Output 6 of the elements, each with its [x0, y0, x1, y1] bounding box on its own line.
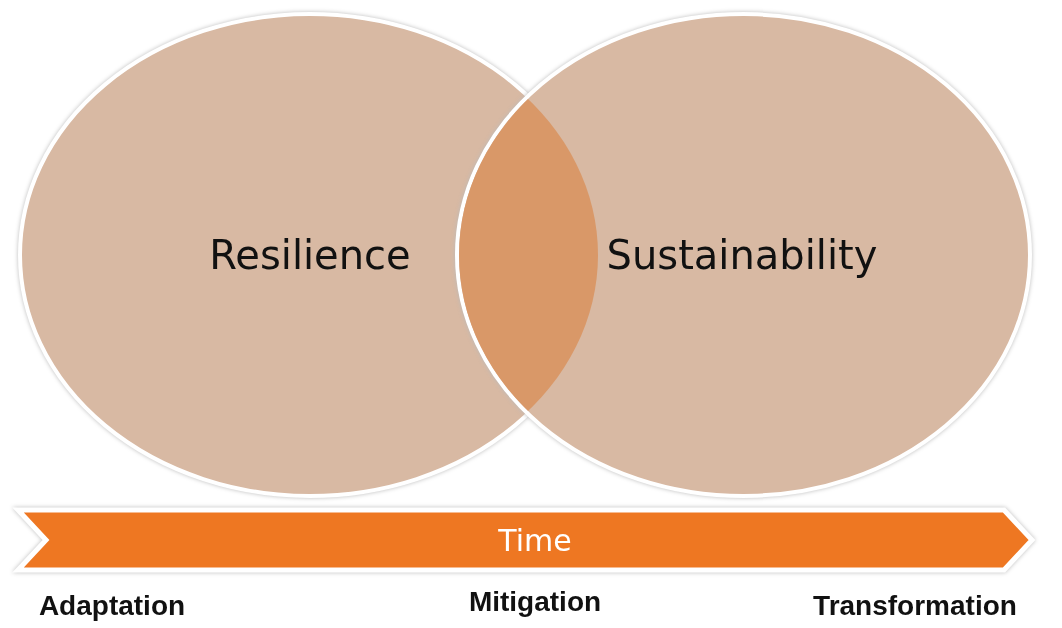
stage-label: Adaptation	[38, 590, 186, 622]
circle-label: Resilience	[209, 232, 411, 278]
timeline-label: Time	[498, 522, 572, 558]
stage-label: Mitigation	[468, 586, 602, 618]
stage-label: Transformation	[813, 590, 1017, 622]
circle-label: Sustainability	[606, 232, 878, 278]
